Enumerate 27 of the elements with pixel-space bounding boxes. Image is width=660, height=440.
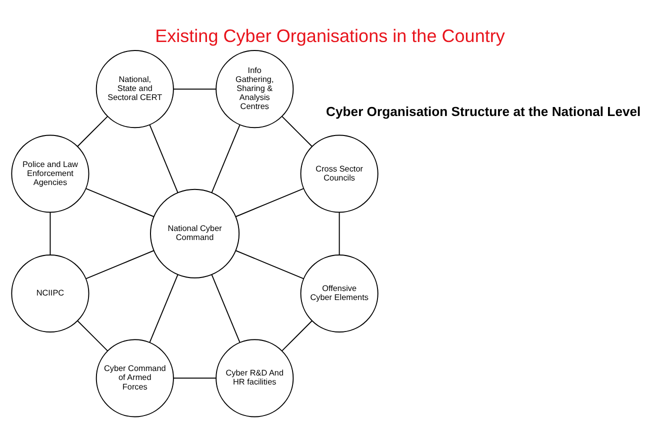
node-circle: National Cyber Command (150, 188, 240, 278)
connector (282, 320, 313, 351)
connector (149, 124, 178, 193)
connector (235, 250, 304, 279)
connector (149, 274, 178, 342)
node-circle: NCIIPC (11, 254, 90, 332)
connector (211, 124, 240, 193)
node-circle: Police and Law Enforcement Agencies (11, 134, 90, 212)
connector (50, 211, 51, 255)
diagram-title: Existing Cyber Organisations in the Country (155, 25, 505, 46)
node-circle: Offensive Cyber Elements (300, 254, 378, 332)
node-circle: Info Gathering, Sharing & Analysis Centres (216, 50, 294, 128)
connector (235, 188, 304, 217)
connector (172, 88, 216, 90)
node-circle: Cross Sector Councils (300, 134, 378, 212)
node-circle: Cyber Command of Armed Forces (96, 338, 174, 417)
connector (211, 274, 240, 342)
connector (77, 320, 108, 351)
connector (85, 250, 154, 279)
connector (77, 116, 108, 146)
connector (338, 211, 340, 255)
label: Cyber Organisation Structure at the National Level (326, 104, 641, 119)
node-circle: Cyber R&D And HR facilities (216, 338, 294, 417)
connector (85, 188, 154, 217)
connector (281, 115, 312, 146)
connector (173, 377, 217, 378)
node-circle: National, State and Sectoral CERT (96, 50, 174, 128)
